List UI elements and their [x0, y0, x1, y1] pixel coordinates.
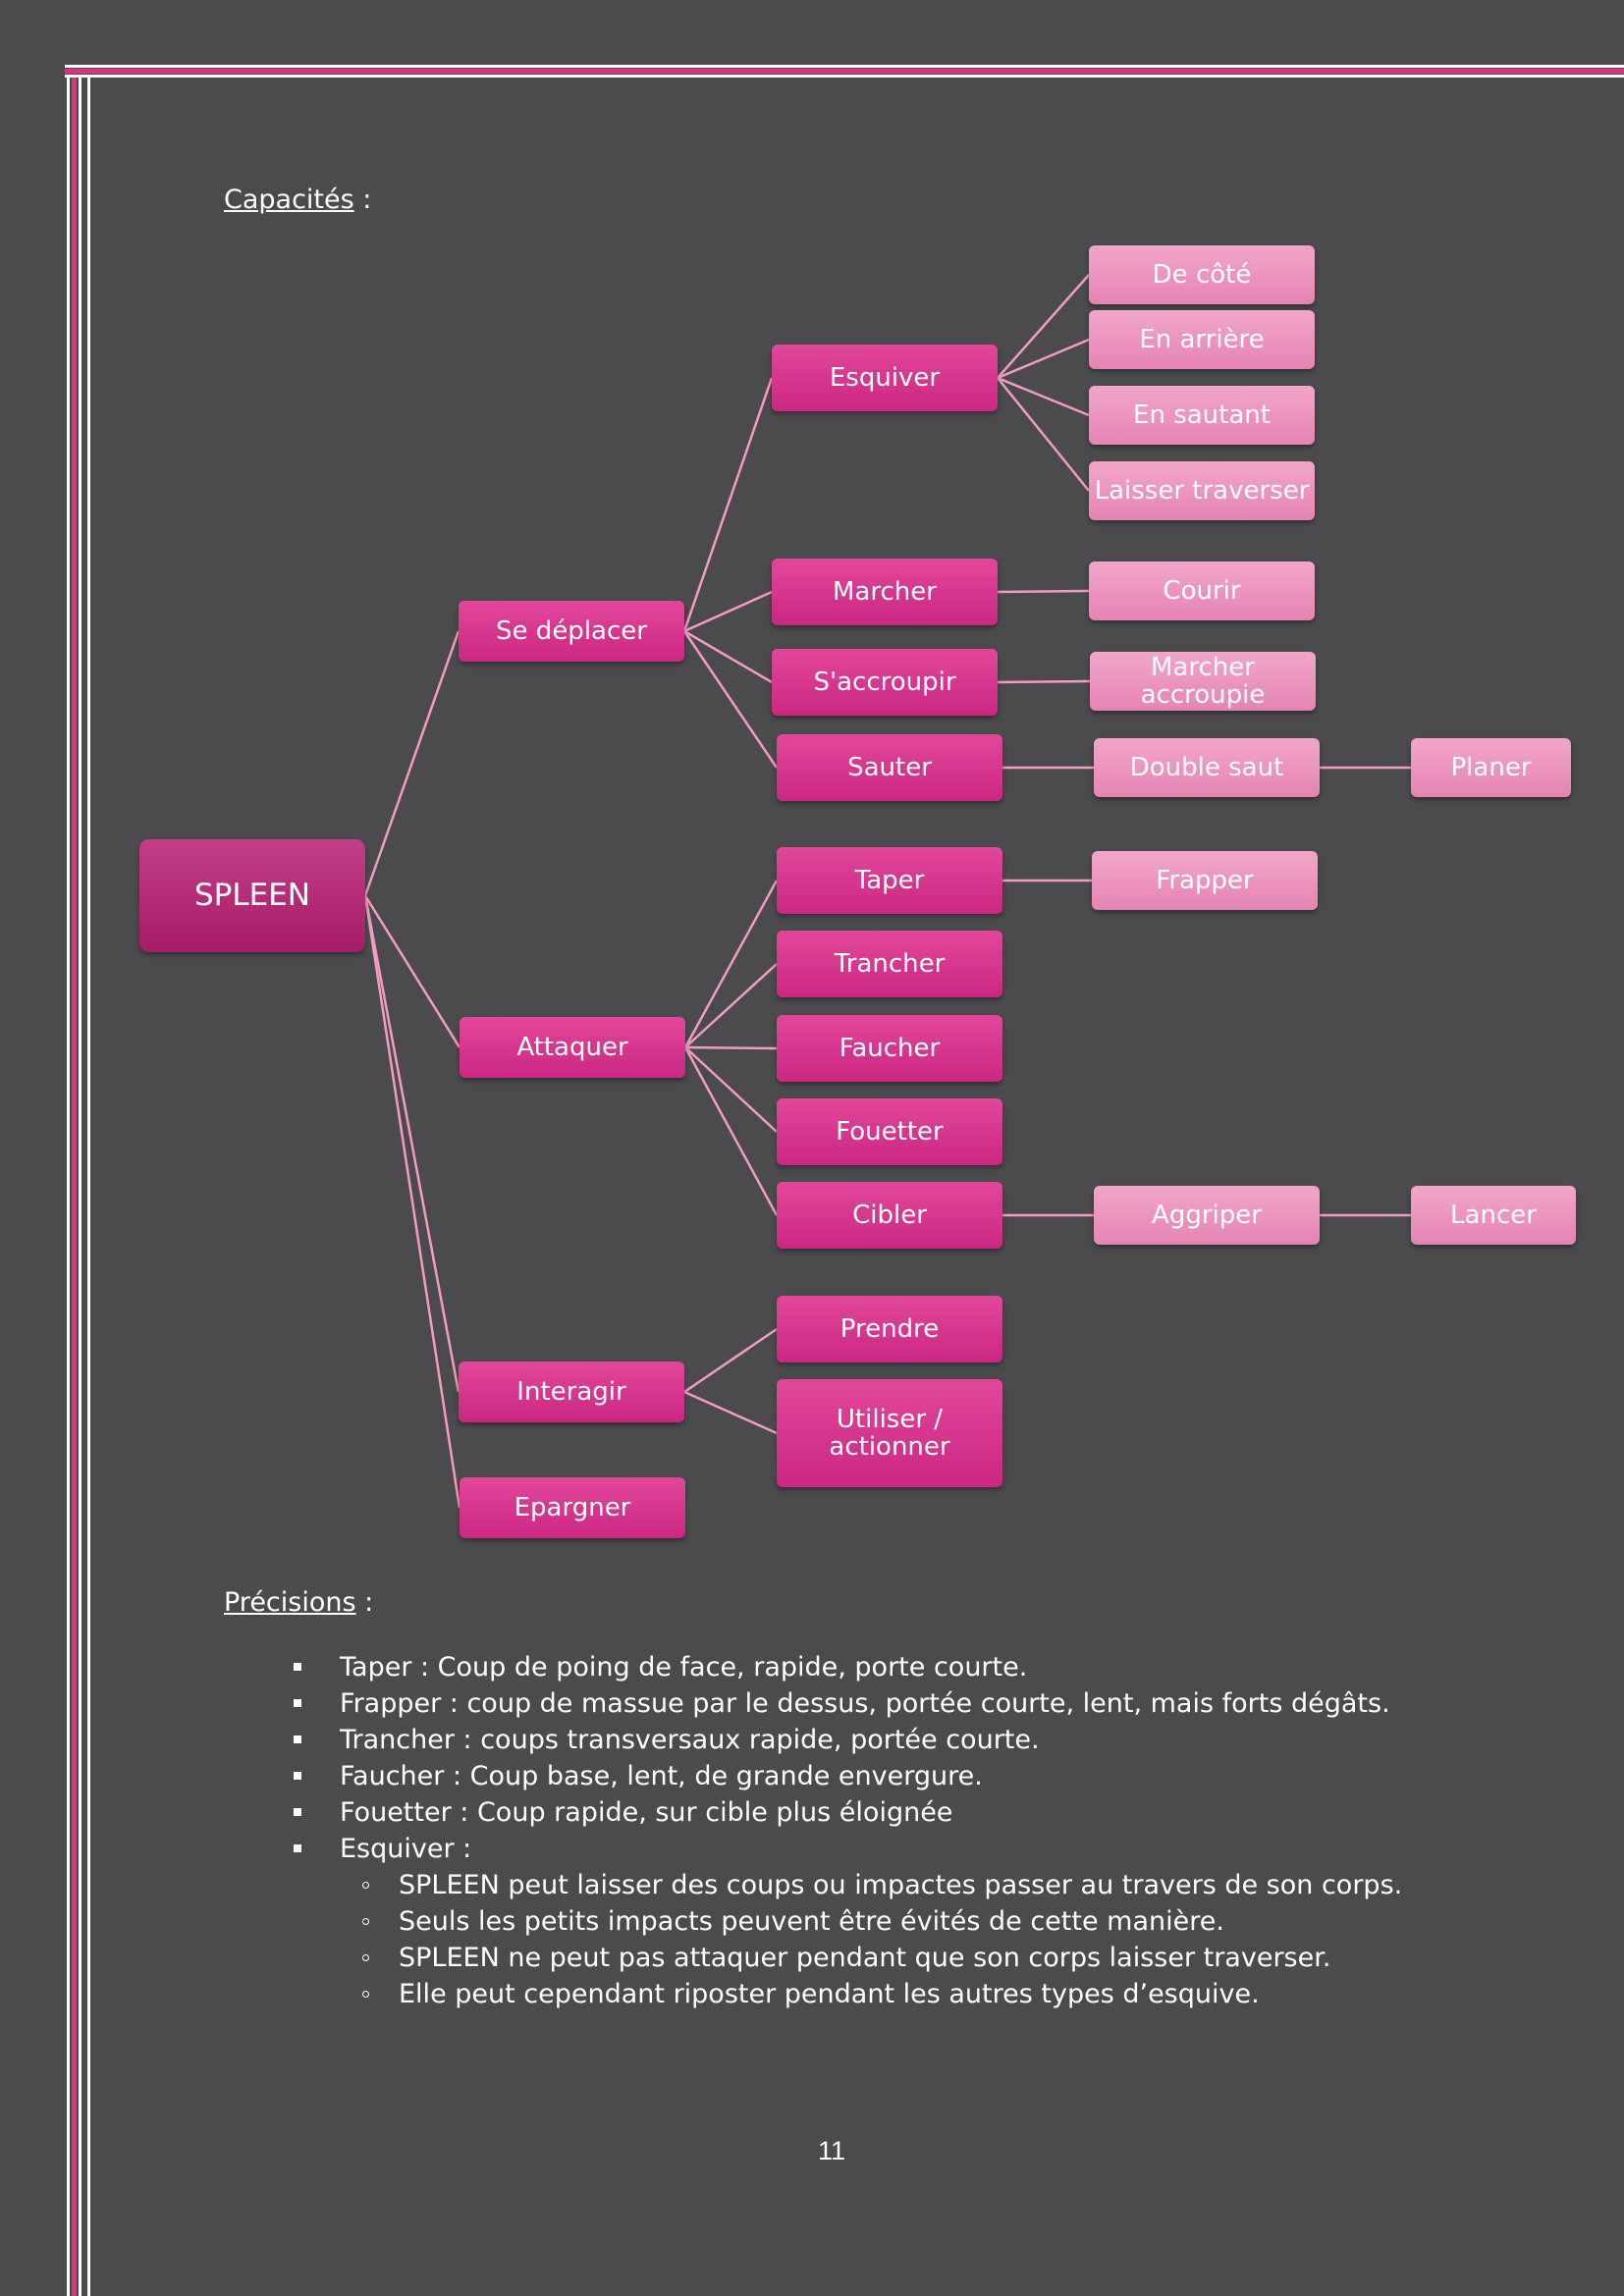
frame-top-line-pink: [65, 69, 1624, 74]
connector-se_deplacer-to-esquiver: [682, 377, 774, 632]
frame-left-line-pink: [72, 78, 77, 2296]
frame-left-line-2: [79, 78, 81, 2296]
node-attaquer: Attaquer: [460, 1017, 685, 1078]
list-item: Trancher : coups transversaux rapide, po…: [291, 1722, 1402, 1758]
connector-interagir-to-prendre: [683, 1327, 778, 1394]
connector-esquiver-to-en_sautant: [997, 376, 1090, 417]
node-prendre: Prendre: [777, 1296, 1002, 1362]
node-en-sautant: En sautant: [1089, 386, 1315, 445]
connector-spleen-to-se_deplacer: [363, 630, 460, 896]
connector-se_deplacer-to-marcher: [683, 590, 773, 633]
connector-se_deplacer-to-sauter: [682, 630, 779, 769]
connector-saccroupir-to-marcher_accroupie: [997, 679, 1091, 684]
node-epargner: Epargner: [460, 1477, 685, 1538]
node-marcher: Marcher: [772, 559, 998, 625]
sub-list-item: Elle peut cependant riposter pendant les…: [291, 1976, 1402, 2012]
capacites-heading: Capacités :: [224, 185, 371, 215]
list-item: Frapper : coup de massue par le dessus, …: [291, 1685, 1402, 1722]
connector-attaquer-to-fouetter: [684, 1046, 778, 1133]
connector-esquiver-to-laisser_traverser: [997, 377, 1090, 492]
node-frapper: Frapper: [1092, 851, 1318, 910]
frame-top-line-inner: [65, 75, 1624, 78]
precisions-heading-colon: :: [355, 1587, 374, 1618]
list-item: Fouetter : Coup rapide, sur cible plus é…: [291, 1794, 1402, 1831]
connector-attaquer-to-cibler: [683, 1046, 779, 1216]
capacites-heading-colon: :: [353, 185, 372, 215]
connector-spleen-to-epargner: [363, 895, 461, 1509]
precisions-list: Taper : Coup de poing de face, rapide, p…: [291, 1649, 1402, 2012]
node-taper: Taper: [777, 847, 1002, 914]
connector-marcher-to-courir: [997, 589, 1090, 594]
node-fouetter: Fouetter: [777, 1098, 1002, 1165]
connector-interagir-to-utiliser: [683, 1390, 778, 1435]
sub-list-item: SPLEEN peut laisser des coups ou impacte…: [291, 1867, 1402, 1903]
node-utiliser-actionner: Utiliser / actionner: [777, 1379, 1002, 1487]
capacites-tree-diagram: SPLEEN Se déplacer Attaquer Interagir Ep…: [139, 245, 1576, 1538]
node-en-arriere: En arrière: [1089, 310, 1315, 369]
node-esquiver: Esquiver: [772, 345, 998, 411]
node-planer: Planer: [1411, 738, 1571, 797]
node-laisser-traverser: Laisser traverser: [1089, 461, 1315, 520]
node-lancer: Lancer: [1411, 1186, 1576, 1245]
frame-left-line-3: [87, 78, 90, 2296]
list-item: Esquiver :: [291, 1831, 1402, 1867]
node-faucher: Faucher: [777, 1015, 1002, 1082]
precisions-heading-word: Précisions: [224, 1587, 356, 1618]
node-de-cote: De côté: [1089, 245, 1315, 304]
node-marcher-accroupie: Marcher accroupie: [1090, 652, 1316, 711]
connector-spleen-to-interagir: [363, 895, 460, 1393]
node-cibler: Cibler: [777, 1182, 1002, 1249]
node-double-saut: Double saut: [1094, 738, 1320, 797]
connector-spleen-to-attaquer: [363, 894, 461, 1048]
precisions-heading: Précisions :: [224, 1587, 373, 1618]
frame-top-line-outer: [65, 65, 1624, 68]
node-trancher: Trancher: [777, 931, 1002, 997]
node-sauter: Sauter: [777, 734, 1002, 801]
tree-connectors: [363, 274, 1411, 1509]
node-se-deplacer: Se déplacer: [459, 601, 684, 662]
node-saccroupir: S'accroupir: [772, 649, 998, 716]
frame-left-line-1: [67, 78, 70, 2296]
sub-list-item: Seuls les petits impacts peuvent être év…: [291, 1903, 1402, 1940]
connector-esquiver-to-en_arriere: [997, 338, 1090, 380]
connector-attaquer-to-taper: [683, 880, 779, 1048]
connector-attaquer-to-faucher: [684, 1045, 778, 1050]
connector-esquiver-to-de_cote: [997, 274, 1090, 379]
node-courir: Courir: [1089, 561, 1315, 620]
capacites-heading-word: Capacités: [224, 185, 354, 215]
connector-se_deplacer-to-saccroupir: [683, 629, 773, 684]
connector-attaquer-to-trancher: [684, 963, 778, 1048]
node-spleen: SPLEEN: [139, 839, 365, 952]
page-number: 11: [817, 2136, 846, 2165]
sub-list-item: SPLEEN ne peut pas attaquer pendant que …: [291, 1940, 1402, 1976]
list-item: Taper : Coup de poing de face, rapide, p…: [291, 1649, 1402, 1685]
node-aggriper: Aggriper: [1094, 1186, 1320, 1245]
node-interagir: Interagir: [459, 1362, 684, 1422]
list-item: Faucher : Coup base, lent, de grande env…: [291, 1758, 1402, 1794]
